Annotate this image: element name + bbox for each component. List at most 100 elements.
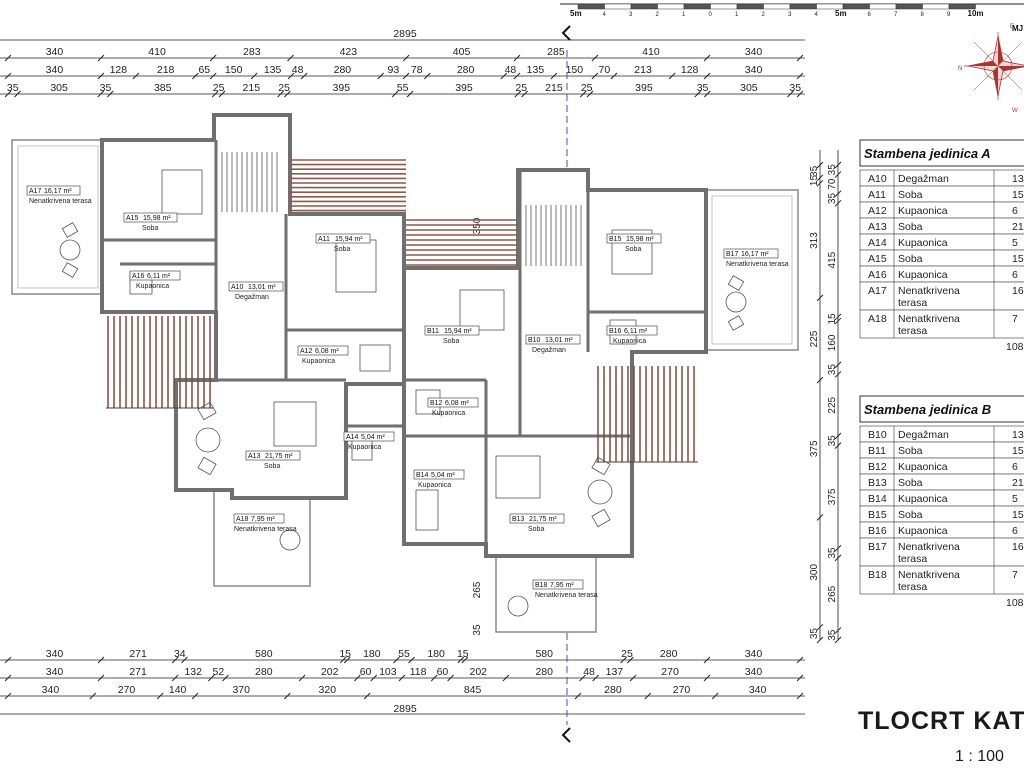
scale-label: 7: [894, 12, 898, 18]
room-name: Kupaonica: [302, 358, 335, 365]
dim-value: 375: [809, 440, 820, 457]
dim-value: 15: [827, 313, 838, 325]
row-name: Degažman: [898, 173, 949, 185]
row-value: 5: [1012, 237, 1018, 249]
drawing-scale: 1 : 100: [955, 748, 1004, 765]
dim-value: 35: [827, 629, 838, 641]
dim-tick: [834, 317, 842, 325]
room-area: 7,95 m²: [550, 582, 574, 589]
dim-value: 70: [827, 178, 838, 190]
room-area: 15,98 m²: [143, 215, 171, 222]
staircase-a: [221, 152, 406, 212]
dim-value: 225: [809, 330, 820, 347]
dim-value: 180: [427, 648, 445, 660]
dim-value: 270: [661, 666, 679, 678]
scale-units: MJ: [1012, 24, 1023, 33]
dim-value: 340: [745, 648, 763, 660]
dim-value: 395: [455, 82, 473, 94]
dim-value: 150: [566, 64, 584, 76]
dim-tick: [4, 656, 12, 664]
dim-value: 370: [232, 684, 250, 696]
dim-tick: [391, 90, 399, 98]
dim-value: 395: [333, 82, 351, 94]
row-name: Kupaonica: [898, 525, 948, 537]
dim-value: 285: [547, 46, 565, 58]
scale-cell: [895, 3, 923, 10]
room-code: A16: [132, 273, 145, 280]
dim-value: 15: [457, 648, 469, 660]
scale-cell: [710, 3, 738, 10]
row-value: 6: [1012, 461, 1018, 473]
dim-value: 300: [809, 564, 820, 581]
dim-tick: [97, 90, 105, 98]
dim-tick: [834, 361, 842, 369]
dim-tick: [377, 72, 384, 80]
dim-value: 135: [527, 64, 545, 76]
dim-value: 35: [827, 364, 838, 376]
dim-tick: [816, 179, 824, 187]
dim-value: 202: [321, 666, 339, 678]
row-name: Nenatkrivena: [898, 313, 960, 325]
dim-tick: [586, 90, 594, 98]
room-name: Kupaonica: [613, 338, 646, 345]
building-outline: [11, 113, 799, 633]
room-A11: A11 15,94 m² Soba: [315, 233, 371, 253]
dim-value: 55: [398, 648, 410, 660]
dim-tick: [222, 674, 229, 682]
row-code: B16: [868, 525, 887, 537]
row-name-2: terasa: [898, 553, 927, 565]
dim-tick: [834, 190, 842, 198]
dim-value: 305: [50, 82, 68, 94]
row-value: 7: [1012, 569, 1018, 581]
scale-cell: [630, 3, 658, 10]
dim-tick: [834, 442, 842, 449]
dim-tick: [402, 54, 410, 62]
dim-tick: [579, 674, 586, 682]
scale-label: 5m: [570, 9, 582, 18]
room-B14: B14 5,04 m² Kupaonica: [413, 469, 465, 489]
staircase-b: [406, 205, 582, 266]
room-area: 21,75 m²: [265, 453, 293, 460]
dim-value: 180: [363, 648, 381, 660]
scale-label: 1: [682, 12, 686, 18]
row-code: A16: [868, 269, 887, 281]
dim-tick: [343, 656, 351, 664]
room-A12: A12 6,08 m² Kupaonica: [297, 345, 349, 365]
dim-value: 15: [809, 175, 820, 187]
dim-tick: [424, 72, 431, 80]
dim-value: 60: [360, 666, 372, 678]
dim-value: 160: [827, 334, 838, 351]
dim-tick: [457, 656, 465, 664]
room-B11: B11 15,94 m² Soba: [424, 325, 480, 345]
row-value: 21: [1012, 477, 1024, 489]
dim-value: 405: [453, 46, 471, 58]
dim-tick: [521, 90, 528, 98]
dim-tick: [703, 656, 711, 664]
row-value: 15: [1012, 509, 1024, 521]
dim-tick: [703, 90, 711, 98]
dim-tick: [816, 294, 824, 302]
room-B16: B16 6,11 m² Kupaonica: [606, 325, 658, 345]
dimension-ticks: [4, 54, 842, 700]
dim-tick: [834, 627, 842, 634]
row-name: Soba: [898, 477, 923, 489]
dim-value: 271: [129, 648, 147, 660]
room-area: 16,17 m²: [741, 251, 769, 258]
dim-value: 340: [46, 666, 64, 678]
dim-tick: [461, 656, 469, 664]
dim-tick: [513, 72, 521, 80]
room-code: B16: [609, 328, 622, 335]
dim-tick: [156, 692, 164, 700]
dim-value: 132: [184, 666, 202, 678]
dim-value: 15: [339, 648, 351, 660]
room-A16: A16 6,11 m² Kupaonica: [129, 270, 181, 290]
scale-label: 6: [868, 12, 872, 18]
dim-value: 35: [827, 193, 838, 205]
